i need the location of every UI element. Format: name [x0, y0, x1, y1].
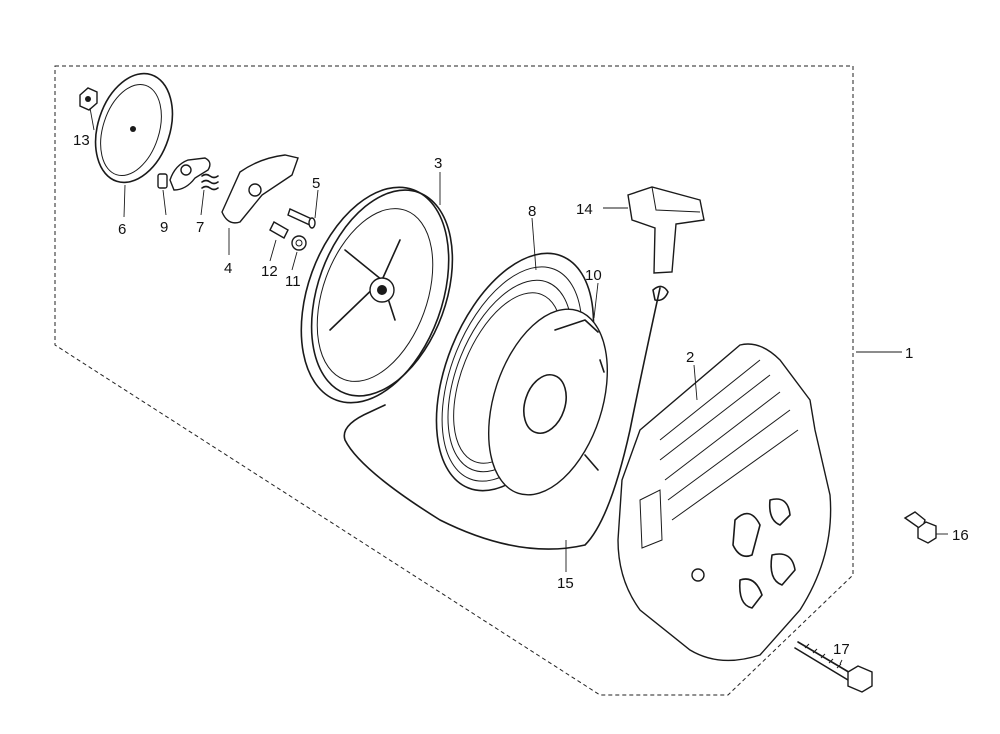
label-13: 13 — [73, 132, 90, 149]
part-5-pin — [287, 208, 316, 229]
label-16: 16 — [952, 527, 969, 544]
label-7: 7 — [196, 219, 204, 236]
part-4-guide — [221, 154, 299, 224]
label-17: 17 — [833, 641, 850, 658]
label-1: 1 — [905, 345, 913, 362]
label-9: 9 — [160, 219, 168, 236]
part-9-7-ratchet — [157, 157, 219, 191]
label-12: 12 — [261, 263, 278, 280]
part-10-spring-case — [487, 308, 609, 496]
leader-lines — [89, 107, 948, 665]
label-6: 6 — [118, 221, 126, 238]
label-10: 10 — [585, 267, 602, 284]
label-11: 11 — [285, 273, 301, 290]
label-15: 15 — [557, 575, 574, 592]
label-2: 2 — [686, 349, 694, 366]
assembly-outline — [54, 65, 854, 696]
part-2-case — [617, 343, 832, 662]
label-5: 5 — [312, 175, 320, 192]
label-4: 4 — [224, 260, 232, 277]
label-14: 14 — [576, 201, 593, 218]
part-6-plate — [94, 72, 174, 184]
part-12-11-pin-washer — [269, 221, 307, 251]
part-17-screw — [794, 641, 873, 693]
label-3: 3 — [434, 155, 442, 172]
part-16-bolt — [903, 511, 937, 544]
part-13-nut — [79, 87, 98, 111]
part-14-grip — [627, 186, 705, 274]
label-8: 8 — [528, 203, 536, 220]
part-15-rope — [343, 285, 669, 550]
part-3-reel — [300, 186, 454, 404]
